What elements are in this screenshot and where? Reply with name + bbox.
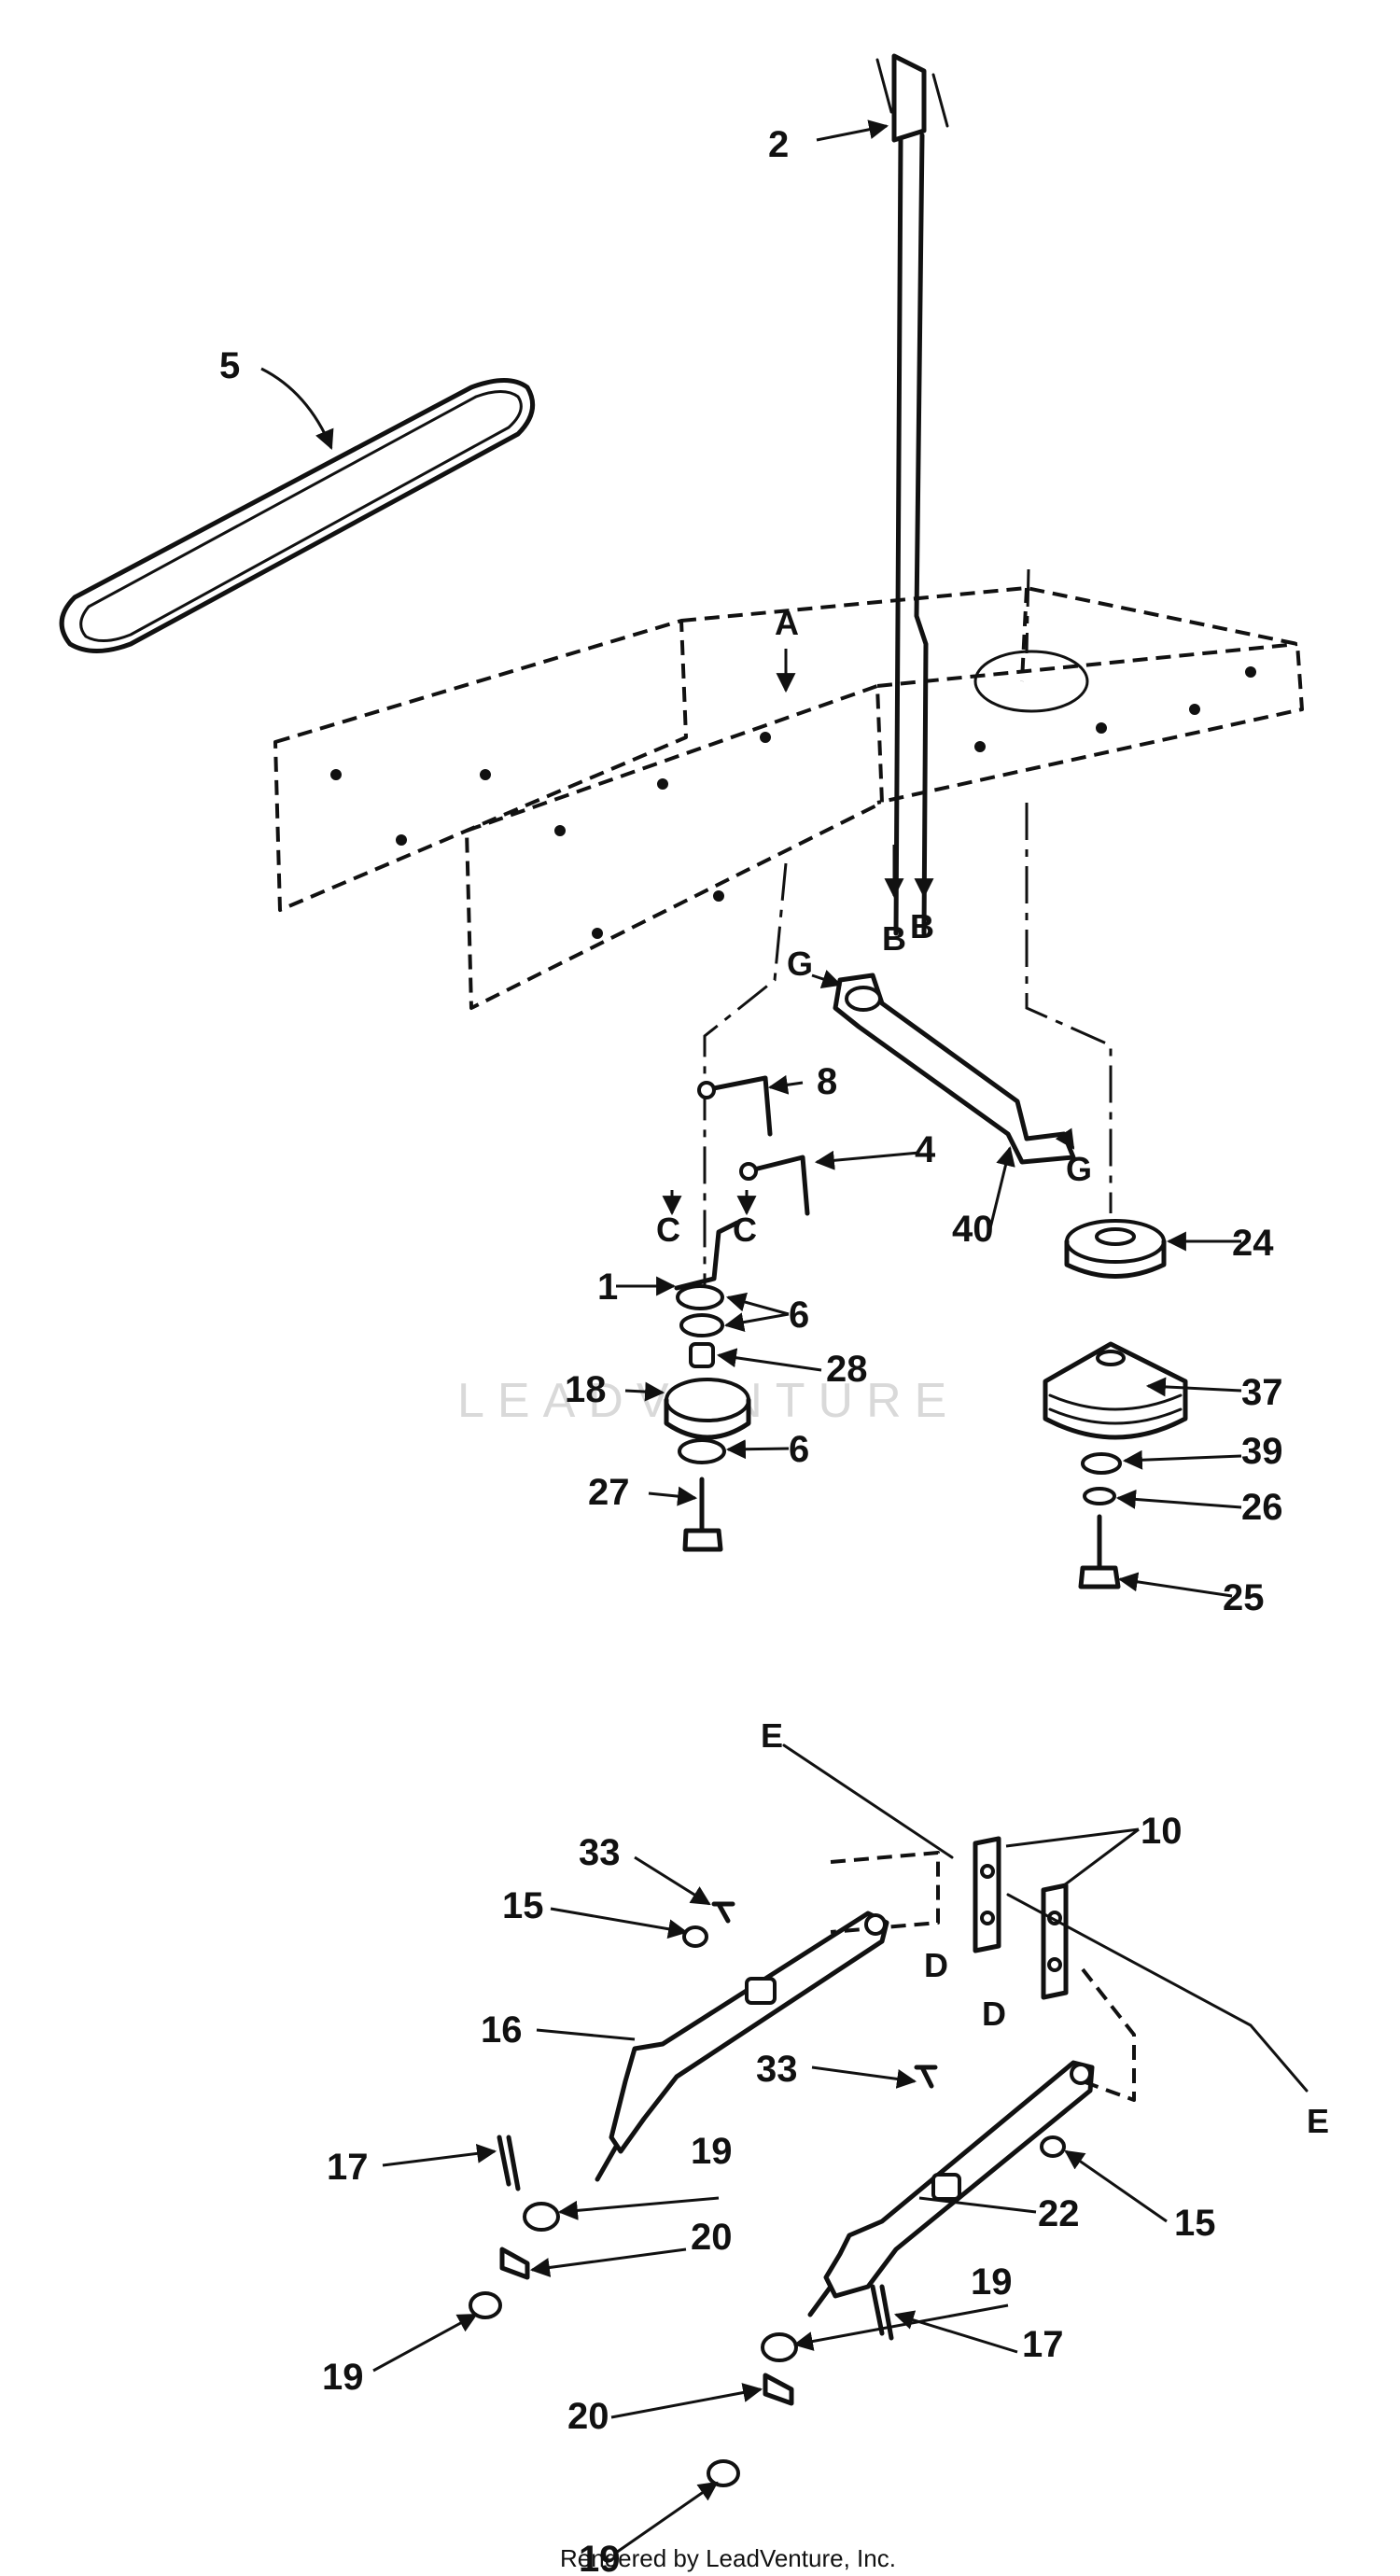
callout-1: 1 <box>597 1267 618 1308</box>
callout-2: 2 <box>768 124 789 165</box>
right-spindle-stack <box>1043 1219 1188 1589</box>
callout-6-top: 6 <box>789 1295 809 1336</box>
callout-40: 40 <box>952 1209 994 1250</box>
callout-19-c: 19 <box>322 2357 364 2398</box>
part-5-belt <box>59 378 536 653</box>
part-16-lever <box>595 1911 889 2182</box>
reference-arrows <box>662 649 1075 1216</box>
ref-E-1: E <box>761 1716 783 1755</box>
ref-G-2: G <box>1066 1150 1092 1188</box>
part-40-idler-arm <box>833 973 1076 1165</box>
footer-credit: Rendered by LeadVenture, Inc. <box>560 2544 896 2572</box>
callout-5: 5 <box>219 345 240 386</box>
callout-6-bottom: 6 <box>789 1429 809 1470</box>
callout-37: 37 <box>1241 1372 1283 1413</box>
callout-8: 8 <box>817 1061 837 1102</box>
callout-27: 27 <box>588 1472 630 1513</box>
callout-28: 28 <box>826 1349 868 1390</box>
callout-22: 22 <box>1038 2193 1080 2234</box>
callout-10: 10 <box>1141 1811 1183 1852</box>
left-spindle-stack <box>664 1284 751 1552</box>
callout-26: 26 <box>1241 1487 1283 1528</box>
part-callouts: 2 5 8 4 40 24 1 6 28 18 37 6 39 27 26 25… <box>219 124 1283 2576</box>
frame-dashed <box>273 568 1304 1010</box>
callout-24: 24 <box>1232 1223 1274 1264</box>
lower-brackets-10 <box>782 1743 1309 2102</box>
ref-A: A <box>775 604 799 642</box>
callout-17-right: 17 <box>1022 2324 1064 2365</box>
part-22-lever <box>807 2060 1095 2317</box>
callout-33-top: 33 <box>579 1832 621 1873</box>
callout-15-right: 15 <box>1174 2203 1216 2244</box>
callout-39: 39 <box>1241 1431 1283 1472</box>
ref-D-1: D <box>924 1946 948 1984</box>
callout-19-b: 19 <box>971 2261 1013 2303</box>
callout-17-left: 17 <box>327 2147 369 2188</box>
ref-G-1: G <box>787 945 813 983</box>
callout-16: 16 <box>481 2009 523 2051</box>
callout-19-a: 19 <box>691 2131 733 2172</box>
callout-18: 18 <box>565 1369 607 1410</box>
callout-15-left: 15 <box>502 1885 544 1926</box>
ref-B-2: B <box>910 907 934 945</box>
callout-20-a: 20 <box>691 2217 733 2258</box>
parts-8-4-1-rods <box>674 1075 810 1291</box>
part-2-rod <box>875 53 949 936</box>
callout-25: 25 <box>1223 1577 1265 1618</box>
ref-E-2: E <box>1307 2102 1329 2140</box>
callout-33-mid: 33 <box>756 2049 798 2090</box>
callout-4: 4 <box>915 1129 936 1170</box>
ref-D-2: D <box>982 1995 1006 2033</box>
ref-B-1: B <box>882 919 906 958</box>
callout-20-b: 20 <box>567 2396 609 2437</box>
ref-C-2: C <box>733 1211 757 1249</box>
callout-19-d: 19 <box>579 2539 621 2576</box>
leader-lines <box>260 119 1242 2555</box>
phantom-lines <box>703 803 1113 1307</box>
ref-C-1: C <box>656 1211 680 1249</box>
reference-letters: A B B G G C C E D D E <box>656 604 1329 2140</box>
